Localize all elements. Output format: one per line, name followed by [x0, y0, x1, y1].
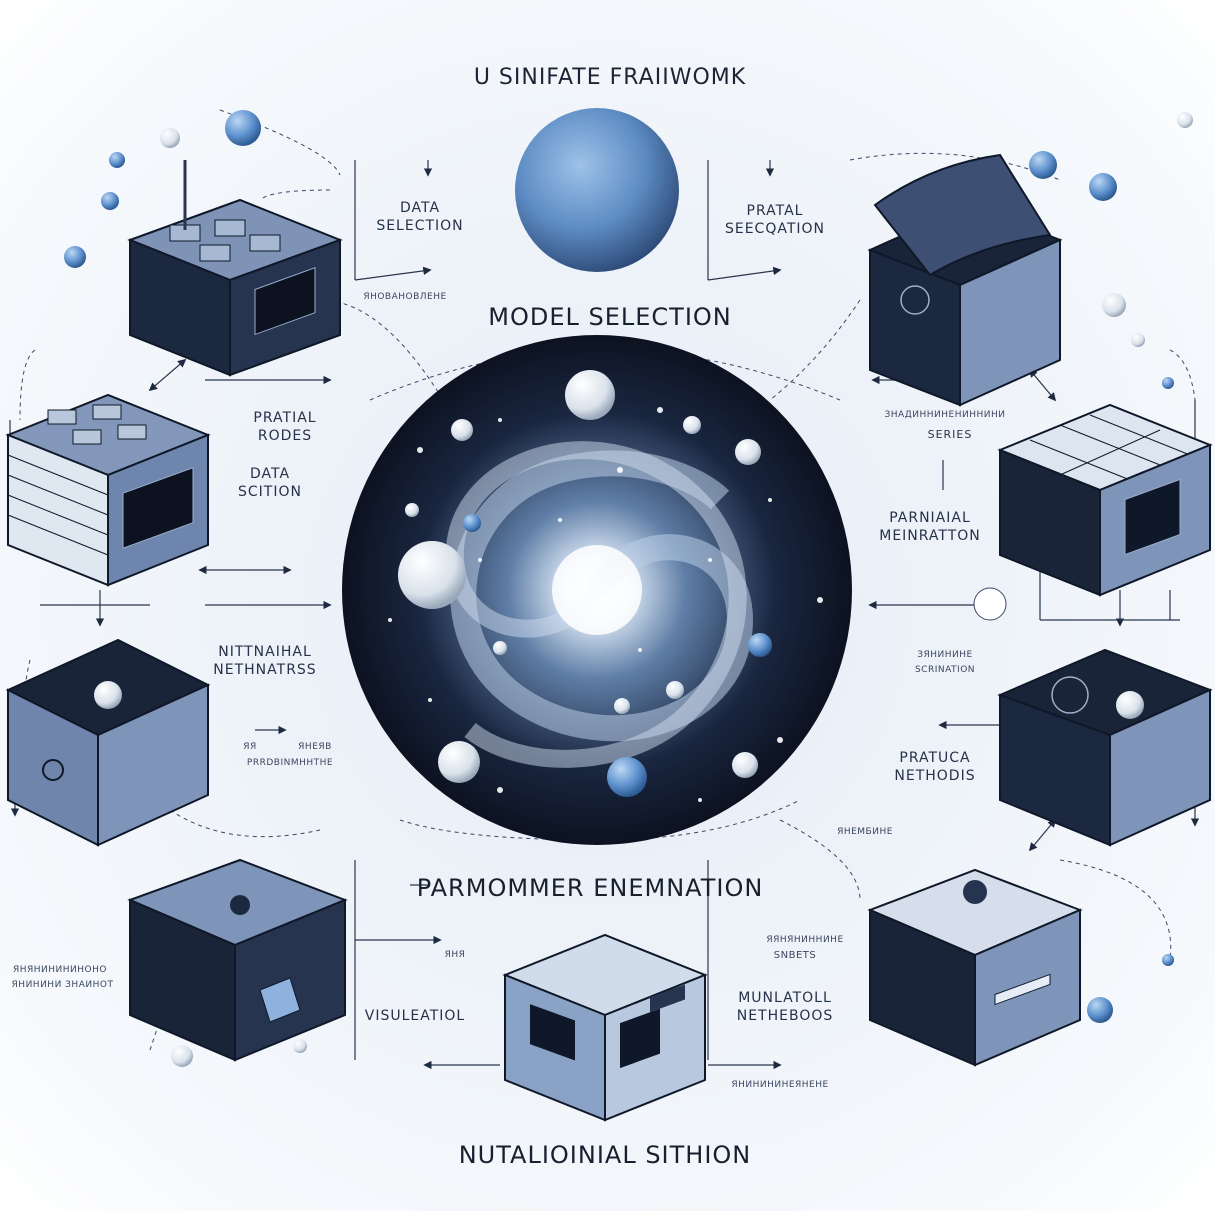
label-line: NETHEBOOS	[736, 1007, 834, 1024]
label-partial-methods-left: NITTNAIHAL NETHNATRSS	[195, 644, 335, 679]
heading-parameter-estimation: PARMOMMER ENEMNATION	[416, 874, 764, 902]
tiny-label: ЗНАДИННИНЕНИННИНИ	[884, 410, 1006, 420]
tiny-label: ЯНИНИНИ ЗНАИНОТ	[11, 980, 114, 990]
label-line: DATA	[249, 466, 291, 482]
label-multi-methods: MUNLATOLL NETHEBOOS	[710, 990, 860, 1025]
tiny-label: ЯНЯНИНИНИНОНО	[13, 965, 107, 975]
label-line: VISULEATIOL	[364, 1008, 466, 1024]
label-line: PRATIAL	[253, 410, 317, 426]
label-line: RODES	[257, 427, 313, 444]
label-line: SELECTION	[376, 217, 464, 234]
label-visualization: VISULEATIOL	[345, 1008, 485, 1026]
label-line: PARNIAIAL	[889, 510, 971, 526]
circuit-box-icon	[867, 868, 1083, 1067]
tiny-label: SCRINATION	[914, 665, 976, 675]
label-line: NETHNATRSS	[213, 661, 317, 678]
server-cube-icon	[127, 160, 343, 377]
label-line: SEECQATION	[724, 220, 826, 237]
label-line: DATA	[399, 200, 441, 216]
label-line: SCITION	[238, 483, 302, 500]
label-line: MUNLATOLL	[738, 990, 832, 1006]
server-cube-icon	[867, 153, 1063, 407]
label-data-selection: DATA SELECTION	[350, 200, 490, 235]
server-cube-icon	[502, 933, 708, 1122]
data-block-icon	[5, 393, 211, 587]
label-practica-methods: PRATUCA NETHODIS	[875, 750, 995, 785]
heading-bottom: NUTALIOINIAL SITHION	[458, 1141, 752, 1169]
heading-model-selection: MODEL SELECTION	[488, 303, 732, 331]
tiny-label: ЯНЕМБИНЕ	[837, 827, 893, 837]
tiny-label: ЯНЯ	[444, 950, 466, 960]
label-line: PRATAL	[746, 203, 804, 219]
label-partial-nodes: PRATIAL RODES	[230, 410, 340, 445]
label-line: NETHODIS	[894, 767, 976, 784]
label-line: MEINRATTON	[879, 527, 981, 544]
tiny-label: SNBETS	[773, 950, 817, 961]
galaxy-icon	[342, 335, 852, 845]
label-partial-segmentation: PRATAL SEECQATION	[700, 203, 850, 238]
tiny-label: ЯЯ	[243, 742, 257, 752]
node-sphere-icon	[64, 110, 1193, 1067]
label-line: NITTNAIHAL	[218, 644, 312, 660]
circuit-box-icon	[997, 648, 1213, 847]
planet-icon	[515, 108, 679, 272]
tiny-label: ЯНОВАНОВЛЕНЕ	[363, 292, 447, 302]
tiny-label: ЯНЕЯВ	[298, 742, 332, 752]
tiny-label: ЗЯНИНИНЕ	[917, 650, 973, 660]
circuit-box-icon	[997, 403, 1213, 597]
label-data-section: DATA SCITION	[225, 466, 315, 501]
tiny-label: ЯНИНИНИНЕЯНЕНЕ	[731, 1080, 829, 1090]
label-line: PRATUCA	[899, 750, 971, 766]
tiny-label: ЯЯНЯНИННИНЕ	[766, 935, 844, 945]
label-parmadial: PARNIAIAL MEINRATTON	[860, 510, 1000, 545]
tiny-label: SERIES	[927, 428, 973, 441]
circuit-box-icon	[5, 638, 211, 847]
tiny-label: PRRDBINMHHTHE	[246, 758, 334, 768]
circuit-box-icon	[127, 858, 348, 1062]
diagram-title: U SINIFATE FRAIIWOMK	[473, 65, 747, 90]
